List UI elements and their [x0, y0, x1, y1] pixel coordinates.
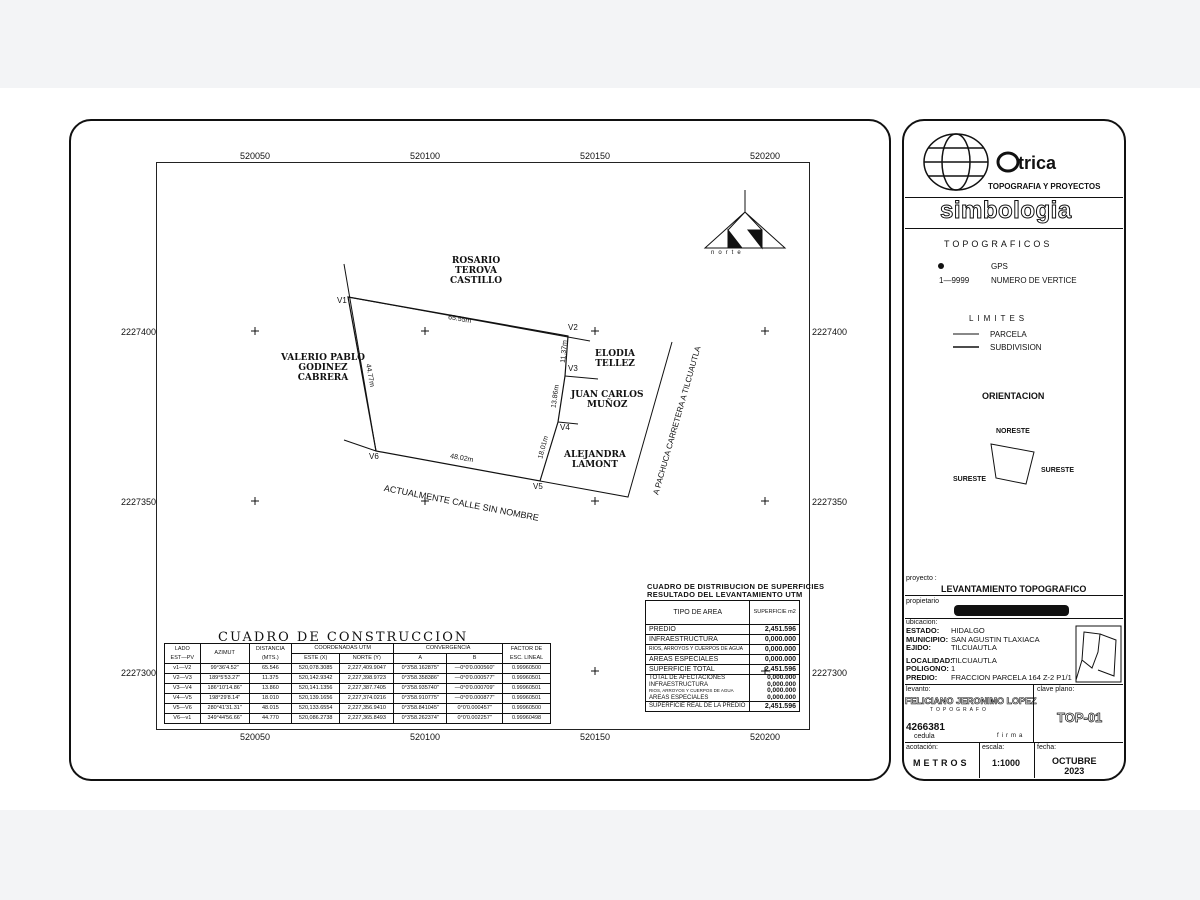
location-values: HIDALGO SAN AGUSTIN TLAXIACA TILCUAUTLA …	[951, 626, 1072, 682]
main-frame	[69, 119, 891, 781]
divider	[1033, 684, 1034, 742]
north-arrow	[703, 190, 787, 250]
vertex-label: V1	[337, 296, 347, 305]
cedula-number: 4266381	[906, 722, 945, 733]
gps-label: GPS	[991, 262, 1008, 271]
cedula-label: cedula	[914, 733, 935, 740]
grid-y-label: 2227300	[812, 668, 848, 678]
vertex-label: V4	[560, 423, 570, 432]
redacted-owner	[954, 605, 1069, 616]
distribution-table-title: CUADRO DE DISTRIBUCION DE SUPERFICIES RE…	[647, 582, 825, 599]
logo-subtitle: TOPOGRAFIA Y PROYECTOS	[988, 182, 1101, 191]
divider	[905, 197, 1123, 198]
divider	[905, 228, 1123, 229]
grid-x-label: 520050	[240, 151, 271, 161]
vertex-label: V2	[568, 323, 578, 332]
grid-y-label: 2227400	[812, 327, 848, 337]
divider	[905, 742, 1123, 743]
title-block-frame	[902, 119, 1126, 781]
divider	[905, 595, 1123, 596]
acotacion-value: METROS	[913, 758, 970, 768]
clave-label: clave plano:	[1037, 686, 1075, 693]
gps-icon	[938, 263, 944, 269]
simbologia-title: simbologia	[940, 197, 1072, 225]
grid-x-label: 520150	[580, 151, 611, 161]
divider	[905, 618, 1123, 619]
vertex-code: 1—9999	[939, 276, 970, 285]
grid-crosses	[251, 327, 769, 675]
proyecto-value: LEVANTAMIENTO TOPOGRAFICO	[941, 584, 1087, 594]
fecha-label: fecha:	[1037, 744, 1057, 751]
orientation-noreste: NORESTE	[996, 428, 1030, 435]
grid-x-label: 520200	[750, 151, 781, 161]
vertex-label: V5	[533, 482, 543, 491]
construction-table-title: CUADRO DE CONSTRUCCION	[218, 630, 469, 645]
logo-text: trica	[1018, 153, 1057, 173]
vertex-label: V6	[369, 452, 379, 461]
fecha-value: OCTUBRE 2023	[1052, 756, 1097, 776]
orientation-shape	[990, 443, 1035, 485]
grid-y-label: 2227400	[121, 327, 157, 337]
orientation-sureste-right: SURESTE	[1041, 467, 1075, 474]
grid-x-label: 520050	[240, 732, 271, 742]
escala-label: escala:	[982, 744, 1005, 751]
acotacion-label: acotación:	[906, 744, 938, 751]
firma-label: firma	[997, 733, 1026, 739]
propietario-label: propietario	[906, 598, 940, 605]
divider	[905, 684, 1123, 685]
parcel-mini-map	[1075, 625, 1122, 683]
plan-area	[156, 162, 810, 730]
orientation-sureste-left: SURESTE	[953, 476, 987, 483]
proyecto-label: proyecto :	[906, 575, 937, 582]
clave-value: TOP-01	[1057, 710, 1103, 726]
escala-value: 1:1000	[992, 758, 1021, 768]
divider	[1034, 742, 1035, 778]
north-label: norte	[711, 250, 745, 256]
grid-y-label: 2227300	[121, 668, 157, 678]
grid-x-label: 520150	[580, 732, 611, 742]
limites-heading: LIMITES	[969, 314, 1029, 323]
subdivision-label: SUBDIVISION	[990, 343, 1042, 352]
topograficos-heading: TOPOGRAFICOS	[944, 239, 1053, 249]
levanto-value: FELICIANO JERONIMO LOPEZ	[905, 696, 1037, 707]
grid-x-label: 520100	[410, 151, 441, 161]
topografo-label: TOPOGRAFO	[930, 707, 989, 713]
location-labels: ESTADO: MUNICIPIO: EJIDO: LOCALIDAD: POL…	[906, 626, 953, 682]
grid-x-label: 520200	[750, 732, 781, 742]
vertex-label: V3	[568, 364, 578, 373]
grid-x-label: 520100	[410, 732, 441, 742]
levanto-label: levanto:	[906, 686, 931, 693]
parcela-label: PARCELA	[990, 330, 1027, 339]
orientacion-heading: ORIENTACION	[982, 391, 1045, 401]
divider	[979, 742, 980, 778]
grid-y-label: 2227350	[121, 497, 157, 507]
vertex-label: NUMERO DE VERTICE	[991, 276, 1077, 285]
grid-y-label: 2227350	[812, 497, 848, 507]
ubicacion-label: ubicacion:	[906, 619, 938, 626]
logo-globe-icon	[923, 133, 1020, 191]
